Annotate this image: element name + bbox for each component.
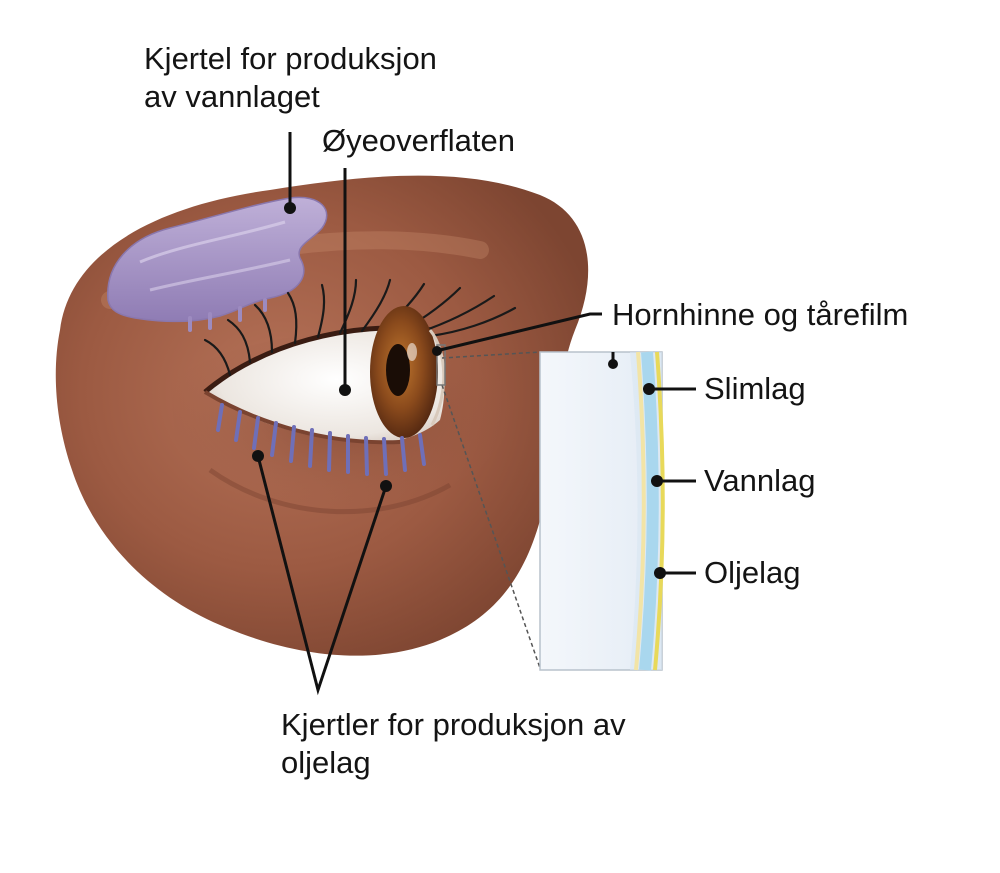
- label-meibomian-glands: Kjertler for produksjon av oljelag: [281, 706, 626, 782]
- label-eye-surface: Øyeoverflaten: [322, 123, 515, 158]
- pupil: [386, 344, 410, 396]
- label-meibomian-glands-line-2: oljelag: [281, 745, 371, 780]
- label-lacrimal-gland-line-1: Kjertel for produksjon: [144, 41, 437, 76]
- leader-dots: [252, 202, 666, 579]
- label-lipid-layer: Oljelag: [704, 555, 801, 590]
- lipid-layer-band: [653, 351, 665, 671]
- label-meibomian-glands-line-1: Kjertler for produksjon av: [281, 707, 626, 742]
- label-cornea-tear-film: Hornhinne og tårefilm: [612, 297, 909, 332]
- label-lacrimal-gland-line-2: av vannlaget: [144, 79, 320, 114]
- label-lacrimal-gland: Kjertel for produksjon av vannlaget: [144, 40, 437, 116]
- label-mucin-layer: Slimlag: [704, 371, 806, 406]
- meibomian-glands-lines: [216, 403, 426, 476]
- tear-film-cross-section: [539, 351, 665, 671]
- eye-opening: [203, 278, 517, 445]
- lacrimal-gland-shape: [107, 196, 328, 332]
- zoom-guides: [441, 351, 541, 669]
- leader-lines: [256, 132, 696, 696]
- label-aqueous-layer: Vannlag: [704, 463, 816, 498]
- mucin-layer-band: [634, 351, 646, 671]
